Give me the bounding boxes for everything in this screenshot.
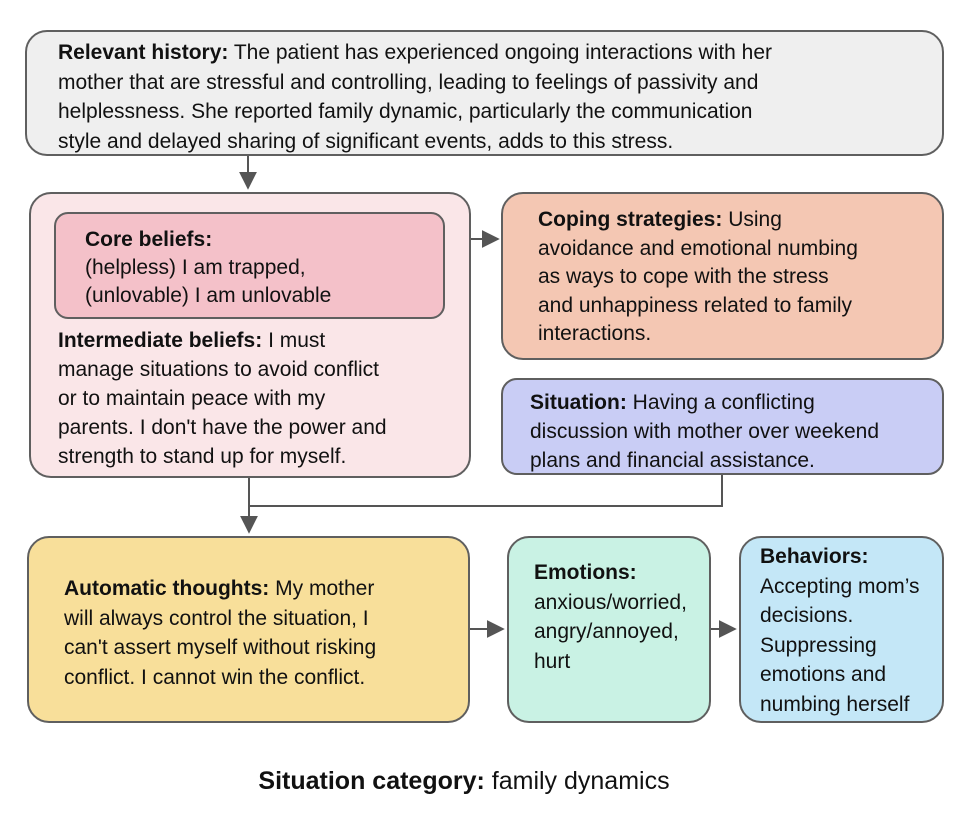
caption-label: Situation category: bbox=[258, 767, 485, 795]
coping-label: Coping strategies: bbox=[538, 208, 723, 231]
core-belief-line-1: (helpless) I am trapped, bbox=[85, 256, 306, 279]
coping-line-4: and unhappiness related to family bbox=[538, 293, 853, 317]
intermediate-line-5: strength to stand up for myself. bbox=[58, 445, 347, 468]
behavior-line-4: emotions and bbox=[760, 663, 887, 686]
situation-line-3: plans and financial assistance. bbox=[530, 449, 815, 472]
intermediate-line-2: manage situations to avoid conflict bbox=[58, 358, 380, 381]
intermediate-line-1: I must bbox=[262, 329, 326, 352]
behavior-line-2: decisions. bbox=[760, 604, 854, 627]
history-label: Relevant history: bbox=[58, 41, 229, 64]
emotions-label: Emotions: bbox=[534, 561, 637, 584]
behavior-line-3: Suppressing bbox=[760, 633, 877, 657]
situation-line-1: Having a conflicting bbox=[626, 391, 815, 414]
coping-strategies-box: Coping strategies: Using avoidance and e… bbox=[501, 192, 944, 360]
core-belief-line-2: (unlovable) I am unlovable bbox=[85, 284, 332, 307]
situation-line-2: discussion with mother over weekend bbox=[530, 420, 880, 443]
intermediate-line-4: parents. I don't have the power and bbox=[58, 416, 387, 439]
automatic-thoughts-box: Automatic thoughts: My mother will alway… bbox=[27, 536, 470, 723]
coping-line-5: interactions. bbox=[538, 322, 652, 345]
situation-category-caption: Situation category: family dynamics bbox=[0, 767, 928, 796]
behavior-line-5: numbing herself bbox=[760, 692, 910, 716]
thoughts-line-2: will always control the situation, I bbox=[64, 606, 369, 630]
intermediate-beliefs-label: Intermediate beliefs: bbox=[58, 329, 263, 352]
relevant-history-box: Relevant history: The patient has experi… bbox=[25, 30, 944, 156]
thoughts-line-3: can't assert myself without risking bbox=[64, 636, 377, 659]
history-line-4: style and delayed sharing of significant… bbox=[58, 129, 674, 153]
behaviors-box: Behaviors: Accepting mom’s decisions. Su… bbox=[739, 536, 944, 723]
history-line-2: mother that are stressful and controllin… bbox=[58, 70, 759, 94]
intermediate-beliefs-text: Intermediate beliefs: I must manage situ… bbox=[58, 326, 463, 471]
coping-line-1: Using bbox=[722, 208, 782, 231]
situation-label: Situation: bbox=[530, 391, 627, 414]
core-beliefs-box: Core beliefs: (helpless) I am trapped, (… bbox=[54, 212, 445, 319]
emotion-line-2: angry/annoyed, bbox=[534, 620, 679, 643]
coping-line-2: avoidance and emotional numbing bbox=[538, 236, 858, 260]
history-line-3: helplessness. She reported family dynami… bbox=[58, 100, 753, 123]
emotions-box: Emotions: anxious/worried, angry/annoyed… bbox=[507, 536, 711, 723]
core-beliefs-label: Core beliefs: bbox=[85, 228, 213, 251]
situation-box: Situation: Having a conflicting discussi… bbox=[501, 378, 944, 475]
emotion-line-1: anxious/worried, bbox=[534, 590, 687, 614]
caption-value: family dynamics bbox=[484, 767, 670, 795]
history-line-1: The patient has experienced ongoing inte… bbox=[228, 41, 773, 64]
emotion-line-3: hurt bbox=[534, 649, 571, 673]
thoughts-label: Automatic thoughts: bbox=[64, 577, 270, 600]
connector-situation-merge bbox=[249, 475, 723, 507]
behaviors-label: Behaviors: bbox=[760, 545, 869, 568]
intermediate-line-3: or to maintain peace with my bbox=[58, 387, 326, 410]
thoughts-line-1: My mother bbox=[269, 577, 375, 600]
thoughts-line-4: conflict. I cannot win the conflict. bbox=[64, 665, 366, 689]
coping-line-3: as ways to cope with the stress bbox=[538, 265, 829, 288]
behavior-line-1: Accepting mom’s bbox=[760, 574, 920, 598]
